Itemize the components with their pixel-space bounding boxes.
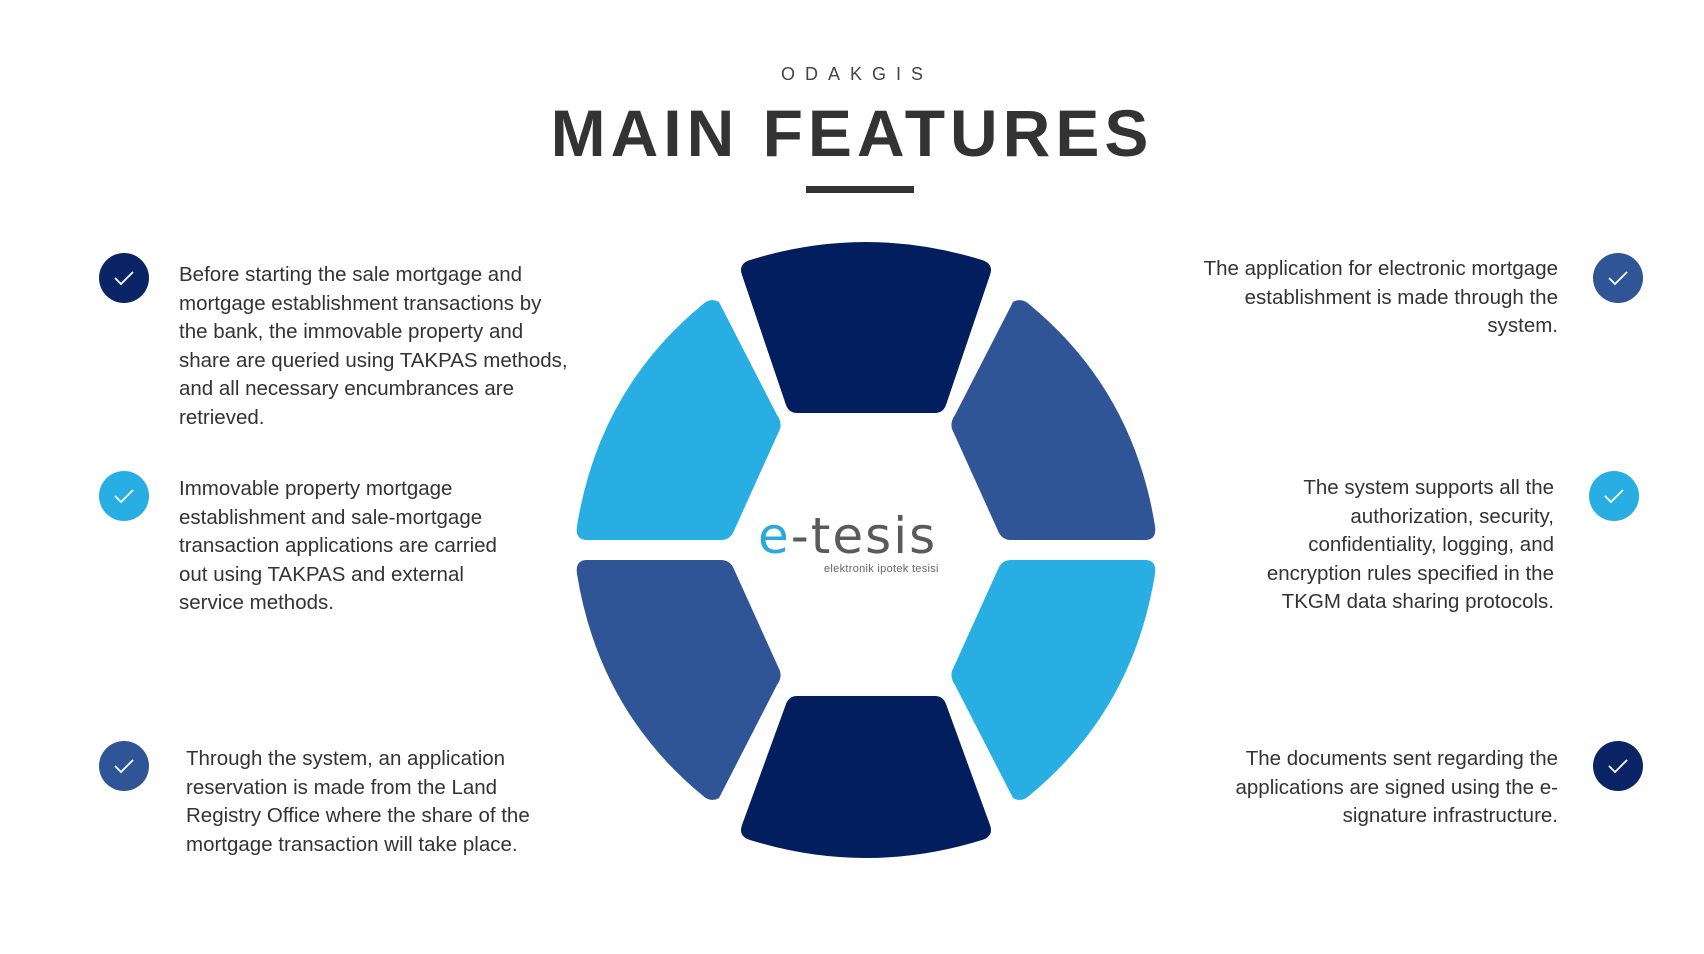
feature-text-right-1: The application for electronic mortgage … xyxy=(1203,257,1558,337)
feature-text-right-3: The documents sent regarding the applica… xyxy=(1235,747,1558,827)
feature-text-left-1: Before starting the sale mortgage and mo… xyxy=(179,263,568,429)
kicker: ODAKGIS xyxy=(780,64,934,84)
check-icon xyxy=(1593,741,1643,791)
wheel-segment-top-left xyxy=(576,300,781,540)
wheel-segment-top xyxy=(741,242,991,413)
feature-text-left-2: Immovable property mortgage establishmen… xyxy=(179,477,497,614)
check-icon xyxy=(99,741,149,791)
logo-tagline: elektronik ipotek tesisi xyxy=(824,563,939,575)
check-icon xyxy=(1593,253,1643,303)
wheel-segment-top-right xyxy=(951,300,1156,540)
logo-e: e xyxy=(758,507,791,565)
page-title: MAIN FEATURES xyxy=(550,96,1154,170)
title-underline xyxy=(806,186,914,193)
e-tesis-logo: e-tesis elektronik ipotek tesisi xyxy=(758,508,958,578)
check-icon xyxy=(1589,471,1639,521)
wheel-segment-bottom-left xyxy=(576,560,781,800)
logo-wordmark: e-tesis xyxy=(758,508,937,564)
check-icon xyxy=(99,471,149,521)
feature-text-right-2: The system supports all the authorizatio… xyxy=(1266,476,1554,613)
logo-tesis: -tesis xyxy=(790,507,938,565)
check-icon xyxy=(99,253,149,303)
feature-text-left-3: Through the system, an application reser… xyxy=(186,747,530,856)
wheel-segment-bottom-right xyxy=(951,560,1156,800)
wheel-segment-bottom xyxy=(741,696,991,858)
